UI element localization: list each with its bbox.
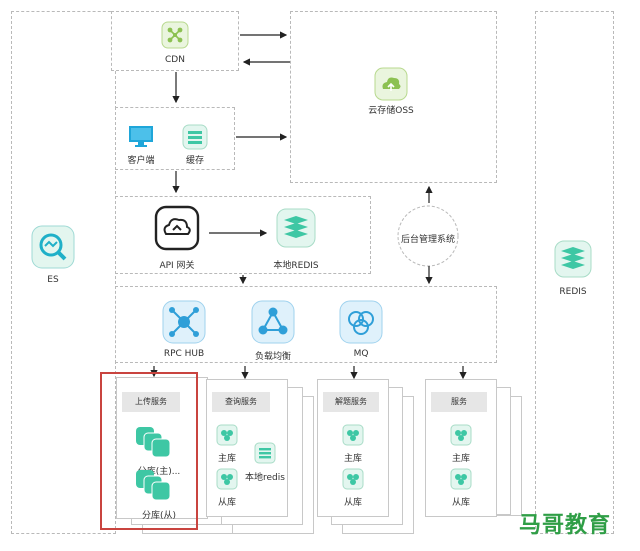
redis-stack-icon	[254, 442, 276, 464]
query-redis-label: 本地redis	[245, 473, 285, 483]
api-gateway-label: API 网关	[159, 261, 195, 271]
unzip-slave-label: 从库	[343, 498, 362, 508]
service-title: 服务	[431, 392, 487, 412]
load-balance-label: 负载均衡	[254, 352, 291, 362]
network-icon	[161, 21, 189, 49]
mq-label: MQ	[353, 349, 369, 359]
db-icon	[216, 424, 238, 446]
admin-label: 后台管理系统	[400, 235, 455, 245]
cdn-label: CDN	[165, 55, 185, 65]
query-slave-label: 从库	[217, 498, 236, 508]
monitor-icon	[129, 126, 153, 147]
unzip-service-title: 解题服务	[323, 392, 379, 412]
unzip-master-label: 主库	[343, 454, 362, 464]
db-icon	[342, 424, 364, 446]
db-cluster-icon	[136, 470, 171, 501]
upload-slave-label: 分库(从)	[141, 511, 177, 521]
admin-ellipse	[397, 205, 459, 267]
service-slave-label: 从库	[451, 498, 470, 508]
upload-master-label: 分库(主)...	[137, 467, 181, 477]
cache-icon	[182, 124, 208, 150]
brand-watermark: 马哥教育	[519, 513, 612, 538]
load-balance-icon	[251, 300, 295, 344]
db-cluster-icon	[136, 427, 171, 458]
es-search-icon	[31, 225, 75, 269]
upload-service-title: 上传服务	[122, 392, 180, 412]
es-label: ES	[47, 275, 59, 285]
redis-stack-icon	[276, 208, 316, 248]
rpc-hub-label: RPC HUB	[163, 349, 205, 359]
cloud-storage-icon	[374, 67, 408, 101]
api-gateway-icon	[154, 205, 200, 251]
highlight-box	[100, 372, 198, 530]
mq-icon	[339, 300, 383, 344]
db-icon	[450, 468, 472, 490]
redis-icon	[554, 240, 592, 278]
rpc-hub-icon	[162, 300, 206, 344]
cache-label: 缓存	[185, 156, 204, 166]
query-service-title: 查询服务	[212, 392, 270, 412]
db-icon	[342, 468, 364, 490]
redis-label: REDIS	[559, 287, 587, 297]
oss-label: 云存储OSS	[368, 106, 414, 116]
db-icon	[216, 468, 238, 490]
service-master-label: 主库	[451, 454, 470, 464]
gateway-box	[115, 196, 371, 274]
local-redis-label: 本地REDIS	[273, 261, 319, 271]
client-label: 客户端	[127, 156, 155, 166]
es-column	[11, 11, 116, 534]
query-master-label: 主库	[217, 454, 236, 464]
db-icon	[450, 424, 472, 446]
